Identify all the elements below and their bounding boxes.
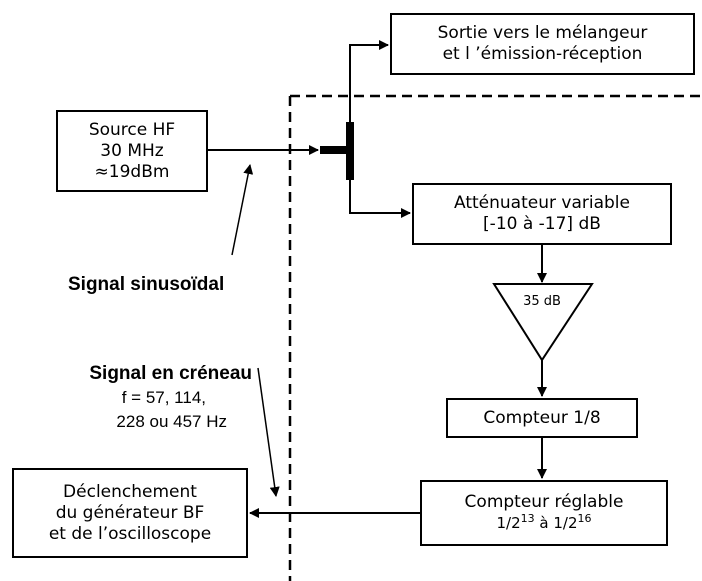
attenuator-box: Atténuateur variable [-10 à -17] dB	[412, 183, 672, 245]
splitter-bar	[346, 122, 354, 180]
counter8-label: Compteur 1/8	[483, 407, 601, 428]
counteradj-exp1: 13	[520, 512, 535, 525]
splitter-stem	[320, 146, 348, 154]
output-line2: et l ’émission-réception	[442, 44, 643, 64]
splitter-to-output-arrow	[349, 40, 389, 122]
counter-adjustable-box: Compteur réglable 1/213 à 1/216	[420, 480, 668, 546]
square-line2: f = 57, 114,	[121, 388, 206, 407]
source-line2: 30 MHz	[100, 140, 164, 161]
source-hf-box: Source HF 30 MHz ≈19dBm	[56, 110, 208, 192]
attenuator-line2: [-10 à -17] dB	[483, 214, 601, 234]
square-title: Signal en créneau	[89, 363, 252, 384]
trigger-box: Déclenchement du générateur BF et de l’o…	[12, 468, 248, 558]
trigger-line2: du générateur BF	[55, 502, 205, 523]
amplifier-triangle	[492, 283, 594, 362]
source-line3: ≈19dBm	[94, 161, 170, 182]
square-line3: 228 ou 457 Hz	[116, 412, 227, 431]
counter-8-box: Compteur 1/8	[446, 398, 638, 438]
output-line1: Sortie vers le mélangeur	[437, 23, 648, 43]
counteradj-line2: 1/213 à 1/216	[496, 513, 591, 534]
counteradj-line1: Compteur réglable	[464, 492, 624, 512]
output-box: Sortie vers le mélangeur et l ’émission-…	[390, 13, 695, 75]
trigger-line1: Déclenchement	[63, 481, 197, 502]
sinus-pointer-arrow	[231, 164, 254, 256]
source-line1: Source HF	[88, 119, 176, 140]
signal-square-label: Signal en créneau f = 57, 114, 228 ou 45…	[62, 362, 252, 434]
counteradj-prefix: 1/2	[496, 514, 521, 532]
trigger-line3: et de l’oscilloscope	[48, 523, 212, 544]
attenuator-line1: Atténuateur variable	[454, 193, 630, 213]
amplifier-label: 35 dB	[523, 294, 561, 309]
splitter-to-attenuator-arrow	[349, 180, 411, 218]
signal-sinus-label: Signal sinusoïdal	[68, 274, 225, 295]
square-pointer-arrow	[257, 367, 280, 497]
counteradj-middle: à 1/2	[534, 514, 578, 532]
counteradj-exp2: 16	[577, 512, 592, 525]
dashed-enclosure-border	[288, 94, 700, 581]
